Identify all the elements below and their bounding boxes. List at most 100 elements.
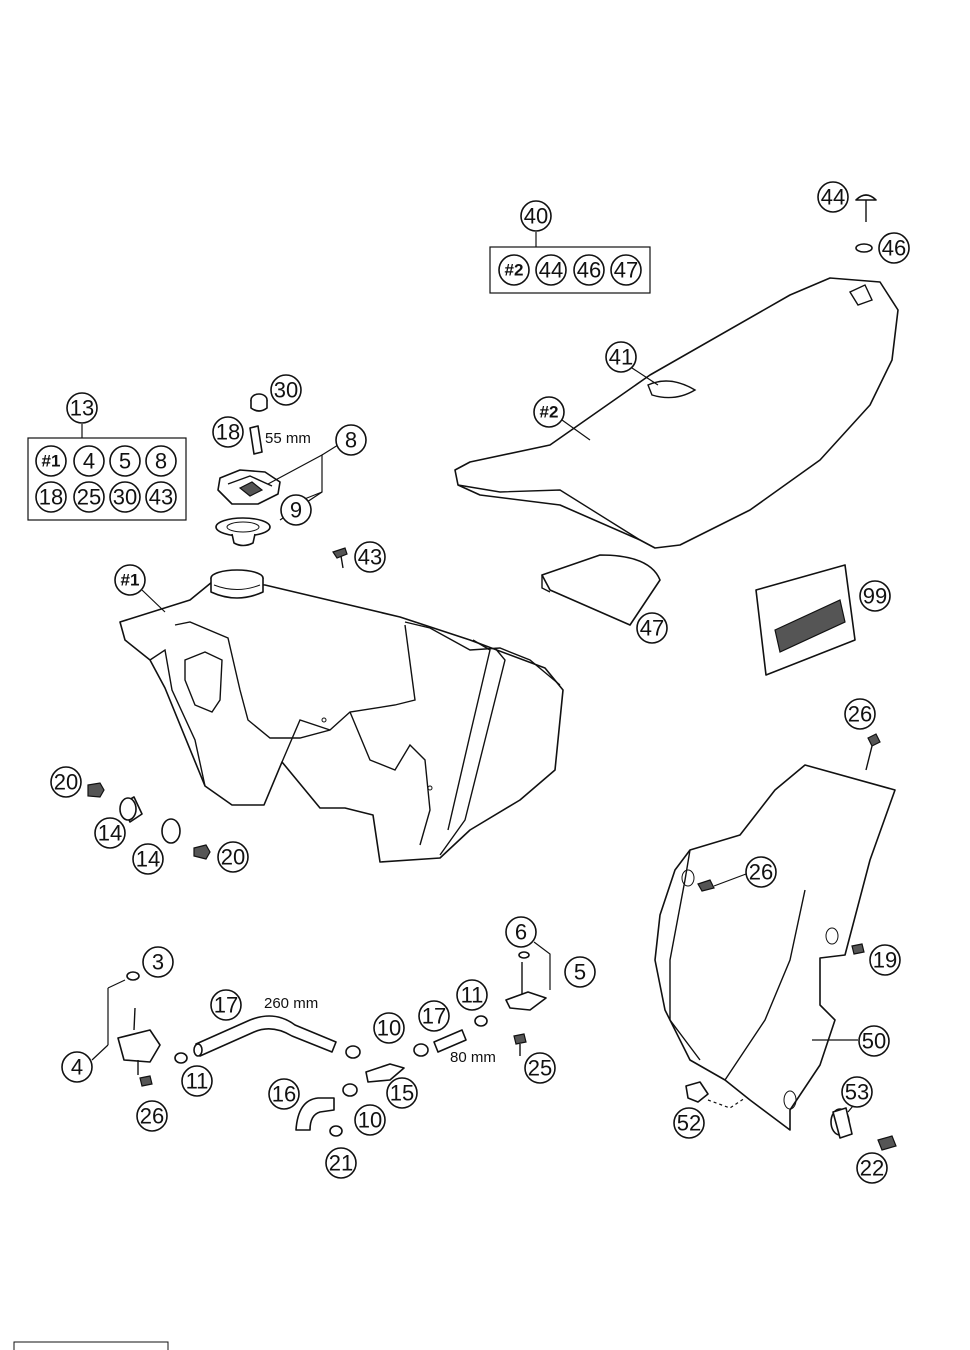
- vent-hose-length: 55 mm: [265, 430, 311, 447]
- kit13-item-8[interactable]: 43: [145, 481, 177, 513]
- decal-99: 99: [755, 564, 891, 676]
- svg-text:#2: #2: [505, 261, 524, 280]
- callout-20a[interactable]: 20: [50, 766, 82, 798]
- svg-text:50: 50: [862, 1029, 886, 1054]
- svg-text:13: 13: [70, 396, 94, 421]
- side-cover: 26 26 19 50 53 22 52: [654, 698, 901, 1184]
- callout-43[interactable]: 43: [354, 541, 386, 573]
- svg-text:43: 43: [358, 545, 382, 570]
- svg-text:9: 9: [290, 498, 302, 523]
- svg-text:26: 26: [848, 702, 872, 727]
- svg-text:30: 30: [113, 485, 137, 510]
- callout-25[interactable]: 25: [524, 1052, 556, 1084]
- fuel-tank: #1: [114, 564, 564, 863]
- svg-text:44: 44: [539, 258, 563, 283]
- callout-9[interactable]: 9: [280, 494, 312, 526]
- svg-text:18: 18: [216, 420, 240, 445]
- svg-text:47: 47: [614, 258, 638, 283]
- kit13-item-3[interactable]: 5: [109, 445, 141, 477]
- seat-foam-47: 47: [541, 554, 668, 644]
- svg-text:53: 53: [845, 1080, 869, 1105]
- callout-4[interactable]: 4: [61, 1051, 93, 1083]
- kit40-item-2[interactable]: 44: [535, 254, 567, 286]
- kit13-item-4[interactable]: 8: [145, 445, 177, 477]
- callout-18[interactable]: 18: [212, 416, 244, 448]
- callout-10a[interactable]: 10: [373, 1012, 405, 1044]
- callout-5[interactable]: 5: [564, 956, 596, 988]
- svg-text:5: 5: [574, 960, 586, 985]
- svg-text:43: 43: [149, 485, 173, 510]
- callout-30[interactable]: 30: [270, 374, 302, 406]
- svg-text:41: 41: [609, 345, 633, 370]
- callout-11b[interactable]: 11: [456, 979, 488, 1011]
- svg-text:21: 21: [329, 1151, 353, 1176]
- callout-3[interactable]: 3: [142, 946, 174, 978]
- callout-47[interactable]: 47: [636, 612, 668, 644]
- callout-17b[interactable]: 17: [418, 1000, 450, 1032]
- callout-11a[interactable]: 11: [181, 1065, 213, 1097]
- callout-40[interactable]: 40: [520, 200, 552, 232]
- kit-box-13: 13 #1 4 5 8 18 25 30 43: [27, 392, 187, 521]
- svg-text:8: 8: [155, 449, 167, 474]
- callout-26c[interactable]: 26: [745, 856, 777, 888]
- svg-text:6: 6: [515, 920, 527, 945]
- callout-26b[interactable]: 26: [844, 698, 876, 730]
- svg-text:8: 8: [345, 428, 357, 453]
- kit13-item-7[interactable]: 30: [109, 481, 141, 513]
- callout-14a[interactable]: 14: [94, 817, 126, 849]
- callout-20b[interactable]: 20: [217, 841, 249, 873]
- callout-19[interactable]: 19: [869, 944, 901, 976]
- svg-text:11: 11: [186, 1069, 209, 1094]
- fuel-hose-long-length: 260 mm: [264, 995, 318, 1012]
- svg-text:25: 25: [77, 485, 101, 510]
- svg-text:14: 14: [136, 847, 160, 872]
- callout-15[interactable]: 15: [386, 1077, 418, 1109]
- svg-text:#1: #1: [42, 452, 61, 471]
- callout-21[interactable]: 21: [325, 1147, 357, 1179]
- svg-text:10: 10: [377, 1016, 401, 1041]
- kit13-item-2[interactable]: 4: [73, 445, 105, 477]
- kit13-item-6[interactable]: 25: [73, 481, 105, 513]
- corner-frame: [13, 1341, 169, 1350]
- callout-44[interactable]: 44: [817, 181, 849, 213]
- kit-box-40: 40 #2 44 46 47: [489, 200, 651, 294]
- callout-41[interactable]: 41: [605, 341, 637, 373]
- svg-text:#2: #2: [540, 403, 559, 422]
- callout-8[interactable]: 8: [335, 424, 367, 456]
- svg-text:46: 46: [577, 258, 601, 283]
- callout-seat-ref[interactable]: #2: [533, 396, 565, 428]
- kit40-item-3[interactable]: 46: [573, 254, 605, 286]
- kit40-item-4[interactable]: 47: [610, 254, 642, 286]
- callout-17a[interactable]: 17: [210, 989, 242, 1021]
- reserve-tap: 6 5 25: [505, 916, 596, 1084]
- svg-text:17: 17: [214, 993, 238, 1018]
- kit13-item-1[interactable]: #1: [35, 445, 67, 477]
- svg-text:3: 3: [152, 950, 164, 975]
- callout-50[interactable]: 50: [858, 1025, 890, 1057]
- callout-16[interactable]: 16: [268, 1078, 300, 1110]
- callout-52[interactable]: 52: [673, 1107, 705, 1139]
- svg-text:22: 22: [860, 1156, 884, 1181]
- fuel-hoses: 17 260 mm 11 10 15 17 80 mm 11 16 10 21: [174, 979, 496, 1179]
- svg-text:47: 47: [640, 616, 664, 641]
- callout-14b[interactable]: 14: [132, 843, 164, 875]
- callout-tank-ref[interactable]: #1: [114, 564, 146, 596]
- svg-text:15: 15: [390, 1081, 414, 1106]
- kit40-item-1[interactable]: #2: [498, 254, 530, 286]
- kit13-item-5[interactable]: 18: [35, 481, 67, 513]
- callout-13[interactable]: 13: [66, 392, 98, 424]
- callout-10b[interactable]: 10: [354, 1104, 386, 1136]
- callout-46[interactable]: 46: [878, 232, 910, 264]
- callout-53[interactable]: 53: [841, 1076, 873, 1108]
- callout-22[interactable]: 22: [856, 1152, 888, 1184]
- callout-6[interactable]: 6: [505, 916, 537, 948]
- fuel-tap: 3 4 26: [61, 946, 174, 1132]
- svg-text:25: 25: [528, 1056, 552, 1081]
- svg-text:14: 14: [98, 821, 122, 846]
- callout-99[interactable]: 99: [859, 580, 891, 612]
- svg-text:#1: #1: [121, 571, 140, 590]
- callout-26a[interactable]: 26: [136, 1100, 168, 1132]
- svg-text:5: 5: [119, 449, 131, 474]
- fuel-hose-short-length: 80 mm: [450, 1049, 496, 1066]
